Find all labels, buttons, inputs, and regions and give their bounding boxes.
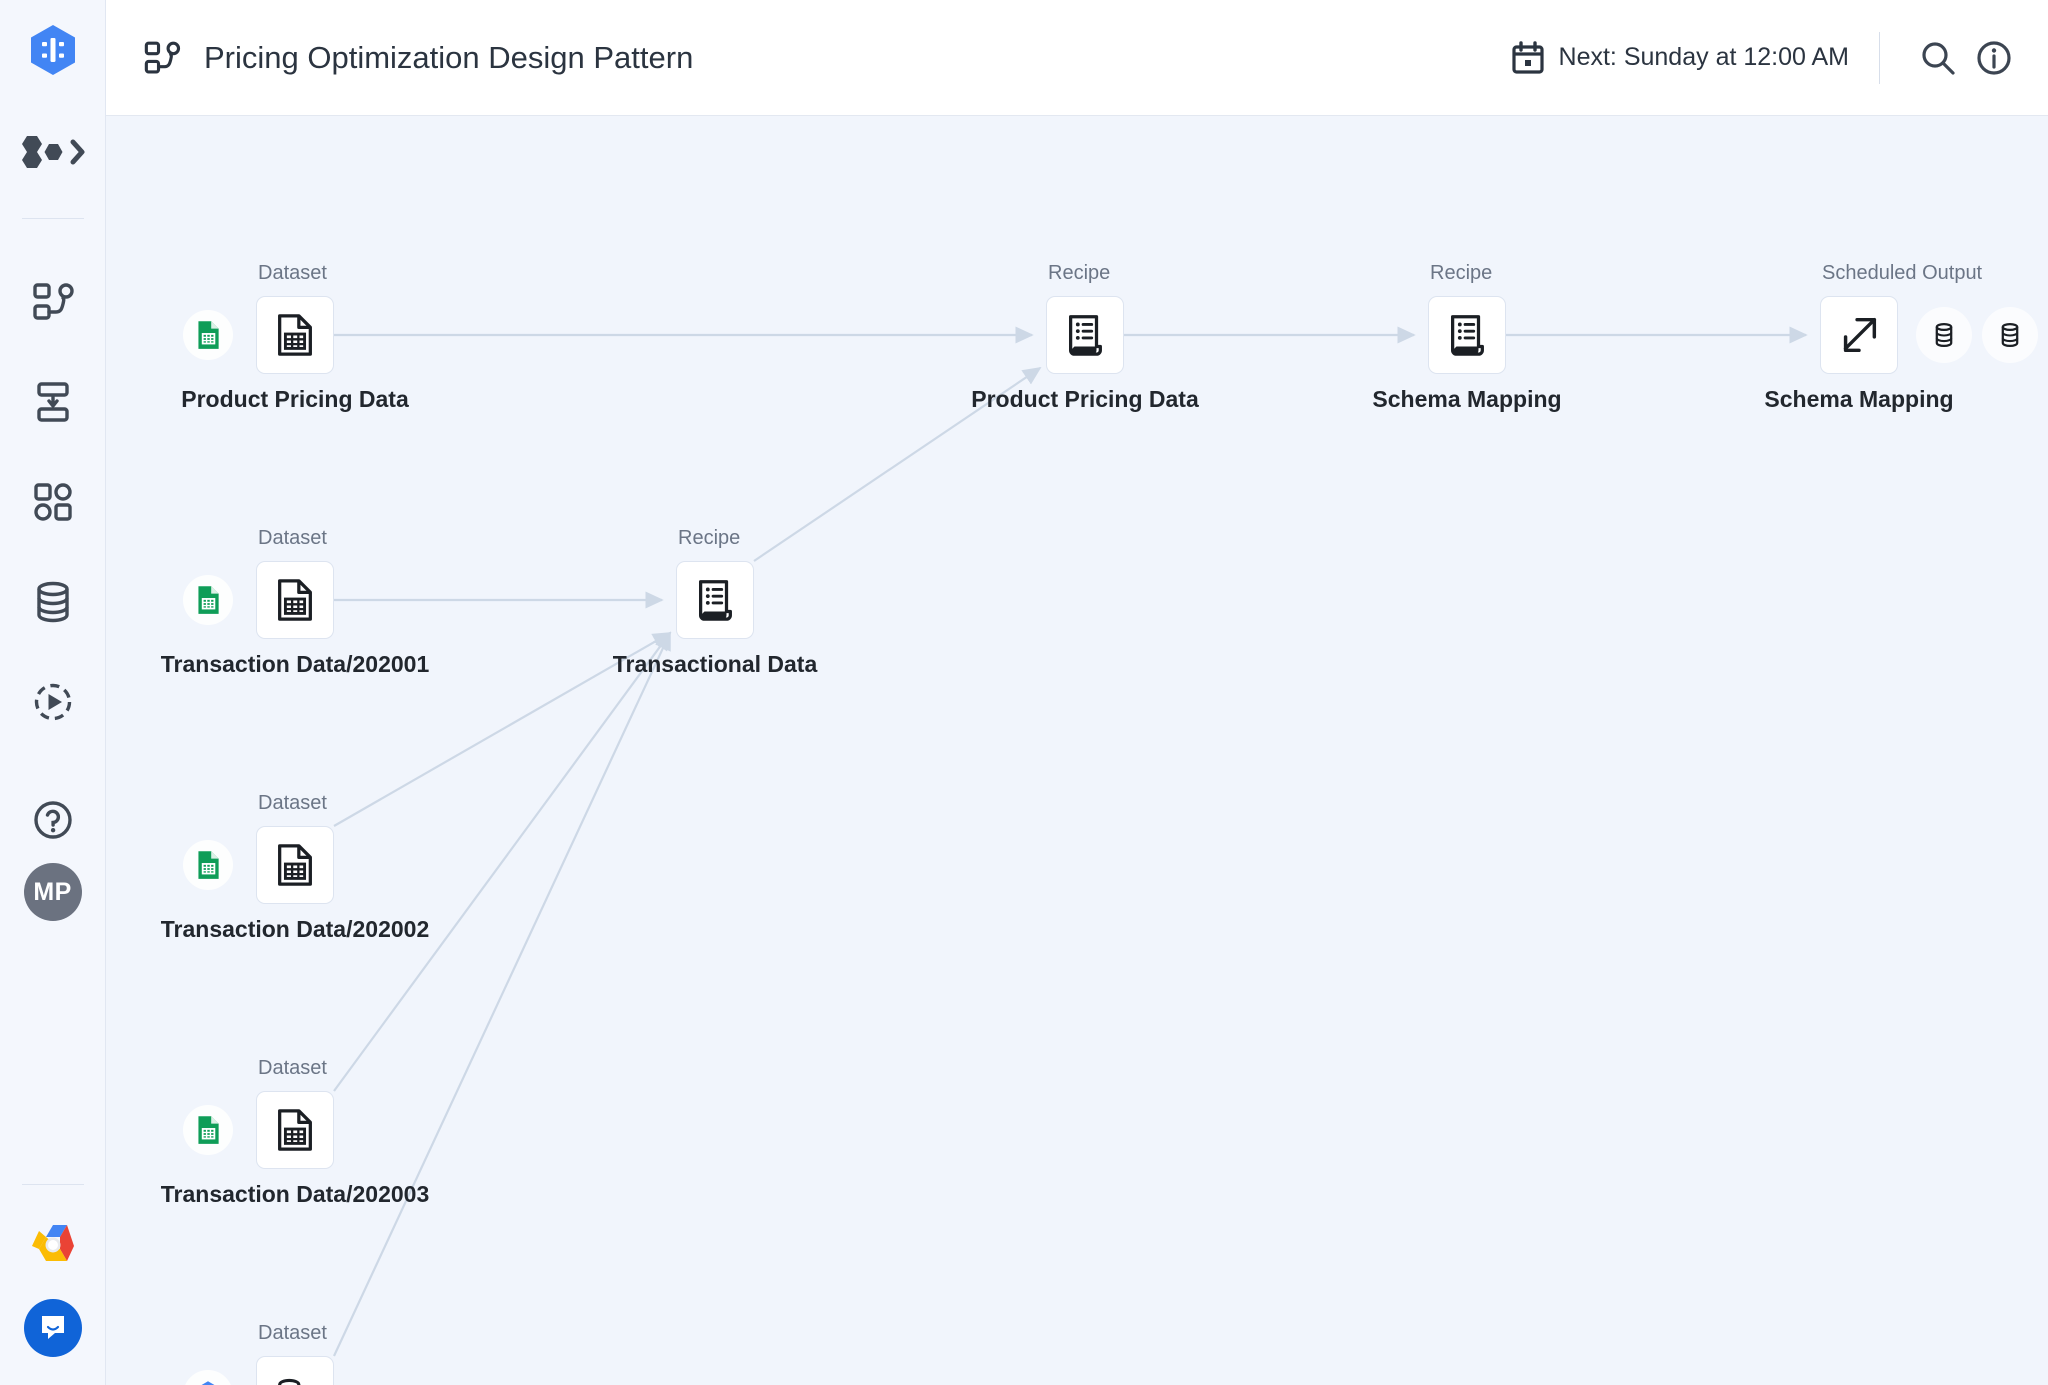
rail-divider: [21, 218, 84, 219]
node-label: Transactional Data: [612, 651, 818, 677]
node-n3-button[interactable]: [1428, 296, 1506, 374]
output-arrow-icon: [1836, 312, 1882, 358]
node-kind-label: Recipe: [1048, 262, 1111, 284]
help-circle-icon: [33, 801, 72, 839]
main-area: Pricing Optimization Design Pattern Next…: [106, 0, 2048, 1385]
output-destination-1[interactable]: [1916, 307, 1972, 363]
node-label: Transaction Data/202002: [160, 916, 430, 942]
recipe-icon: [1444, 312, 1490, 358]
node-n7-button[interactable]: [256, 826, 334, 904]
node-kind-label: Scheduled Output: [1822, 262, 1983, 284]
node-n8-button[interactable]: [256, 1091, 334, 1169]
node-label: Product Pricing Data: [181, 386, 409, 412]
node-n4-button[interactable]: [1820, 296, 1898, 374]
google-sheets-icon: [183, 1105, 233, 1155]
topbar-right: Next: Sunday at 12:00 AM: [1511, 30, 2022, 86]
file-table-icon: [272, 1107, 318, 1153]
sidebar-item-jobs[interactable]: [18, 667, 88, 737]
database-icon: [1928, 319, 1960, 351]
node-kind-label: Dataset: [258, 527, 327, 549]
node-kind-label: Dataset: [258, 1322, 327, 1344]
left-rail: MP: [0, 0, 106, 1385]
file-table-icon: [272, 577, 318, 623]
sidebar-item-library[interactable]: [18, 467, 88, 537]
page-title: Pricing Optimization Design Pattern: [204, 39, 694, 75]
toolbar-divider: [1879, 31, 1880, 84]
search-icon[interactable]: [1910, 30, 1966, 86]
file-table-icon: [272, 312, 318, 358]
node-n2-button[interactable]: [1046, 296, 1124, 374]
node-label: Transaction Data/202001: [160, 651, 430, 677]
top-bar: Pricing Optimization Design Pattern Next…: [106, 0, 2048, 116]
project-switcher[interactable]: [10, 126, 96, 178]
google-sheets-icon: [183, 575, 233, 625]
google-sheets-icon: [183, 310, 233, 360]
recipe-icon: [1062, 312, 1108, 358]
node-kind-label: Recipe: [678, 527, 741, 549]
node-kind-label: Dataset: [258, 792, 327, 814]
node-label: Product Pricing Data: [971, 386, 1199, 412]
node-kind-label: Dataset: [258, 262, 327, 284]
dataprep-logo-icon[interactable]: [25, 22, 81, 78]
sidebar-item-import-data[interactable]: [18, 367, 88, 437]
google-sheets-icon: [183, 840, 233, 890]
node-kind-label: Dataset: [258, 1057, 327, 1079]
recipe-icon: [692, 577, 738, 623]
job-run-icon: [34, 683, 71, 721]
sidebar-item-flows[interactable]: [18, 267, 88, 337]
database-icon: [36, 581, 69, 623]
output-destination-2[interactable]: [1982, 307, 2038, 363]
google-cloud-icon[interactable]: [26, 1219, 80, 1273]
node-kind-label: Recipe: [1430, 262, 1493, 284]
shapes-grid-icon: [33, 483, 72, 521]
flow-node-n9: DatasetCompany_Descriptions: [183, 1322, 334, 1385]
rail-divider-bottom: [22, 1184, 84, 1185]
import-icon: [36, 382, 69, 422]
sidebar-item-help[interactable]: [18, 785, 88, 855]
node-n6-button[interactable]: [676, 561, 754, 639]
node-label: Schema Mapping: [1764, 386, 1954, 412]
flow-icon: [32, 283, 74, 320]
topbar-left: Pricing Optimization Design Pattern: [142, 38, 693, 78]
schedule-button[interactable]: Next: Sunday at 12:00 AM: [1511, 40, 1849, 75]
node-label: Schema Mapping: [1372, 386, 1562, 412]
rail-bottom-group: [0, 1184, 106, 1385]
database-icon: [1994, 319, 2026, 351]
chevron-right-icon: [70, 139, 84, 165]
edge-n8-to-n6: [333, 631, 672, 1092]
info-circle-icon[interactable]: [1966, 30, 2022, 86]
file-table-icon: [272, 842, 318, 888]
database-table-icon: [272, 1372, 318, 1385]
schedule-text: Next: Sunday at 12:00 AM: [1558, 43, 1849, 71]
sidebar-item-connections[interactable]: [18, 567, 88, 637]
node-n5-button[interactable]: [256, 561, 334, 639]
intercom-chat-icon[interactable]: [24, 1299, 82, 1357]
calendar-icon: [1511, 40, 1544, 74]
avatar[interactable]: MP: [23, 863, 82, 921]
node-label: Transaction Data/202003: [160, 1181, 430, 1207]
node-n1-button[interactable]: [256, 296, 334, 374]
edge-n9-to-n6: [333, 631, 671, 1357]
flow-icon: [142, 38, 182, 78]
node-n9-button[interactable]: [256, 1356, 334, 1385]
bigquery-icon: [183, 1370, 233, 1385]
